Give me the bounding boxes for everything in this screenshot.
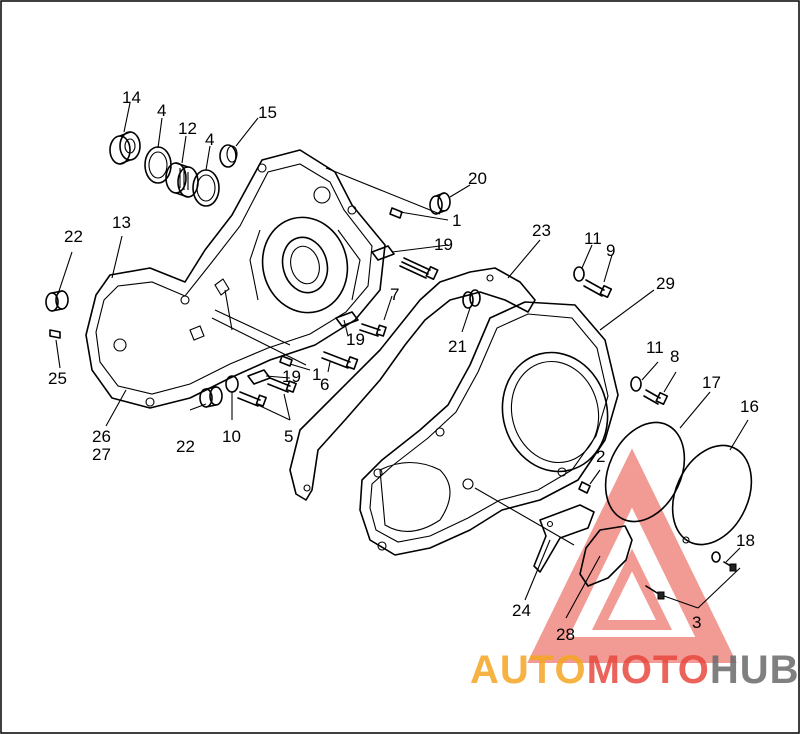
- callout-11-upper: 11: [584, 229, 602, 248]
- callout-6: 6: [320, 375, 329, 394]
- callout-26: 26: [92, 427, 111, 446]
- washer-11-lower: [630, 376, 642, 392]
- bolt-6: [321, 351, 359, 370]
- roller-bearing-12: [165, 162, 199, 198]
- lock-tab-a: [371, 245, 395, 261]
- callout-23: 23: [532, 221, 551, 240]
- bushing-22-upper: [45, 290, 69, 312]
- primary-cover: [359, 301, 619, 556]
- callout-10: 10: [222, 427, 241, 446]
- washer-11-upper: [573, 266, 585, 282]
- derby-cover-16: [671, 444, 753, 546]
- watermark-part1: AUTO: [470, 648, 587, 692]
- callout-7: 7: [390, 285, 399, 304]
- plug-2: [578, 481, 591, 494]
- lock-tab-b: [335, 311, 359, 327]
- watermark-inner-triangle: [591, 548, 673, 630]
- watermark-part3: HUB: [710, 648, 800, 692]
- callout-2: 2: [596, 447, 605, 466]
- callout-11-lower: 11: [646, 338, 664, 357]
- bolt-short: [359, 323, 387, 337]
- watermark-text: AUTOMOTOHUB: [470, 648, 800, 692]
- washer-10: [225, 375, 239, 393]
- callout-1-upper: 1: [452, 211, 461, 230]
- callout-28: 28: [556, 625, 575, 644]
- bolts-5: [237, 377, 297, 407]
- screw-8: [643, 389, 669, 406]
- watermark-logo: [527, 448, 737, 663]
- callout-12: 12: [178, 119, 197, 138]
- bushing-20: [429, 192, 451, 215]
- callout-29: 29: [656, 274, 675, 293]
- lock-tab-c: [247, 369, 271, 385]
- callout-18: 18: [736, 531, 755, 550]
- callout-13: 13: [112, 213, 131, 232]
- callout-19-upper: 19: [434, 235, 453, 254]
- watermark-triangle: [527, 448, 737, 663]
- derby-gasket-17: [604, 421, 686, 523]
- callout-20: 20: [468, 169, 487, 188]
- plug-25: [49, 329, 61, 339]
- bushing-22-lower: [199, 386, 223, 408]
- cover-gasket: [289, 267, 536, 501]
- callout-24: 24: [512, 601, 531, 620]
- inner-primary-housing: [85, 149, 386, 409]
- callout-16: 16: [740, 397, 759, 416]
- callout-numbers: 14 4 12 4 15 20 1 23 11 9 29 19 7 19 21 …: [48, 88, 759, 644]
- bushing-21: [462, 289, 481, 309]
- bearing-14: [109, 131, 141, 165]
- screw-18: [711, 551, 737, 572]
- watermark-part2: MOTO: [587, 648, 710, 692]
- callout-19-lower: 19: [282, 367, 301, 386]
- leader-lines: [55, 102, 749, 619]
- callout-25: 25: [48, 369, 67, 388]
- callout-1-lower: 1: [312, 365, 321, 384]
- screw-9: [583, 279, 613, 299]
- callout-4-upper: 4: [157, 101, 166, 120]
- callout-4-lower: 4: [205, 130, 214, 149]
- callout-3: 3: [692, 613, 701, 632]
- cover-28: [579, 525, 633, 587]
- callout-19-middle: 19: [346, 330, 365, 349]
- callout-15: 15: [258, 103, 277, 122]
- callout-14: 14: [122, 88, 141, 107]
- callout-9: 9: [606, 241, 615, 260]
- callout-8: 8: [670, 347, 679, 366]
- callout-21: 21: [448, 337, 467, 356]
- callout-17: 17: [702, 373, 721, 392]
- gasket-24: [533, 504, 595, 573]
- callout-5: 5: [284, 427, 293, 446]
- dowel-pin-lower: [279, 355, 293, 367]
- callout-27: 27: [92, 445, 111, 464]
- callout-22-upper: 22: [64, 227, 83, 246]
- callout-22-lower: 22: [176, 437, 195, 456]
- dowel-pin-upper: [389, 207, 403, 219]
- seal-15: [219, 144, 238, 168]
- bolt-7: [399, 257, 439, 281]
- svg-text:AUTOMOTOHUB: AUTOMOTOHUB: [470, 648, 800, 692]
